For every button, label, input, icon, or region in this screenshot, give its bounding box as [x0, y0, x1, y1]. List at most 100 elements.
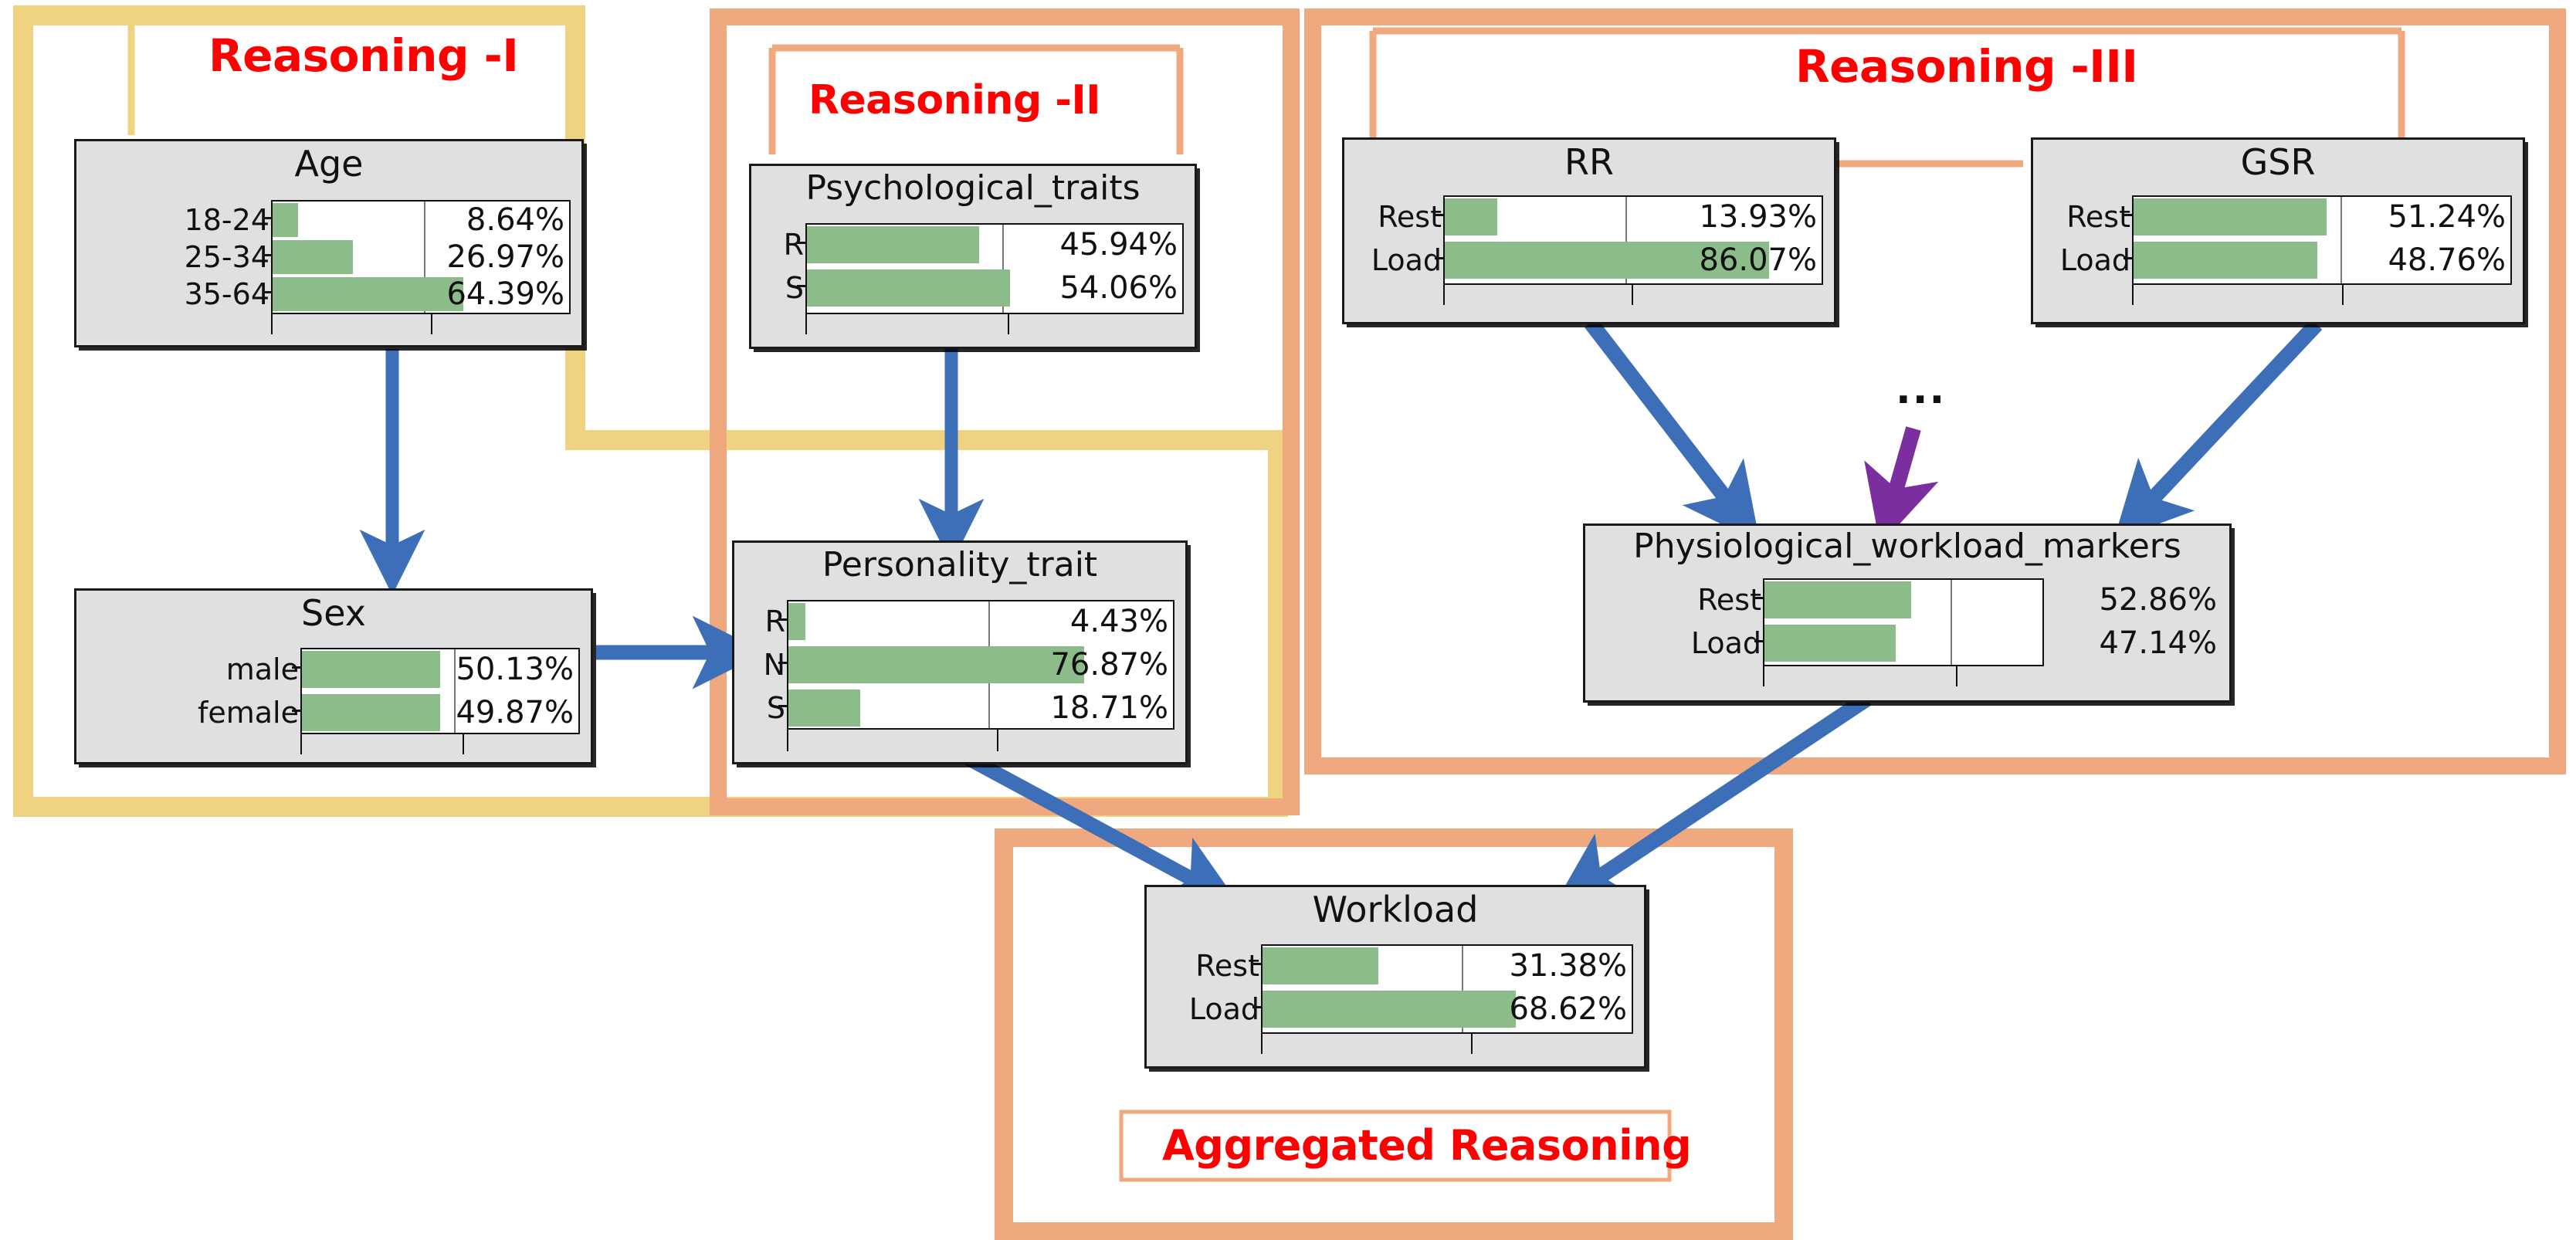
axis-tick [292, 710, 302, 712]
axis-tick [1754, 597, 1764, 599]
axis-stub [2342, 285, 2344, 305]
gridline [423, 202, 425, 313]
group-title-reasoning-1: Reasoning -I [208, 29, 519, 82]
bar-value-label: 50.13% [456, 652, 574, 687]
bar-fill [1263, 947, 1378, 984]
gridline [1002, 225, 1004, 313]
bar-fill [273, 277, 464, 311]
bar-category-label: Rest [1195, 949, 1259, 983]
bar-row: Load 86.07% [1371, 242, 1822, 279]
group-frame-reasoning-1 [13, 5, 1288, 817]
axis-stub [787, 730, 788, 751]
axis-tick [1252, 963, 1263, 965]
bar-category-label: R [783, 228, 804, 262]
bar-fill [1445, 242, 1770, 279]
bar-category-label: 18-24 [184, 203, 269, 237]
node-age[interactable]: Age 18-24 8.64% 25-34 26.97% 35-64 64.39… [74, 139, 584, 347]
node-rr-title: RR [1564, 141, 1614, 183]
node-psychological-traits[interactable]: Psychological_traits R 45.94% S 54.06% [749, 164, 1197, 349]
bar-row: male 50.13% [226, 651, 578, 688]
node-workload-title: Workload [1312, 889, 1479, 930]
group-frame-reasoning-3 [1304, 8, 2566, 774]
node-sex-plot: male 50.13% female 49.87% [198, 648, 580, 734]
group-frame-aggregated [995, 828, 1793, 1240]
axis-stub [271, 314, 273, 334]
bar-value-label: 8.64% [466, 202, 564, 238]
bar-category-label: N [763, 648, 785, 682]
bar-row: Rest 31.38% [1195, 947, 1632, 984]
bar-category-label: Load [1188, 992, 1259, 1026]
bar-fill [1764, 581, 1912, 618]
bar-row: S 18.71% [767, 689, 1173, 727]
bar-category-label: R [764, 605, 785, 639]
bar-fill [2134, 198, 2327, 235]
bar-value-label: 18.71% [1050, 690, 1168, 726]
node-workload-plot: Rest 31.38% Load 68.62% [1189, 944, 1633, 1034]
gridline [1462, 946, 1464, 1032]
bar-value-label: 26.97% [446, 239, 564, 275]
node-personality-trait-title: Personality_trait [822, 545, 1098, 584]
bar-fill [1764, 625, 1896, 662]
node-gsr-title: GSR [2240, 141, 2316, 183]
bar-fill [788, 689, 861, 727]
bar-value-label: 48.76% [2388, 242, 2506, 278]
gridline [1951, 580, 1953, 665]
bar-row: 35-64 64.39% [185, 276, 569, 312]
bar-category-label: male [225, 652, 299, 686]
bar-row: Rest 51.24% [2066, 198, 2510, 235]
bar-value-label: 52.86% [2099, 582, 2217, 618]
bar-fill [807, 226, 980, 263]
axis-tick [2124, 214, 2134, 216]
node-sex[interactable]: Sex male 50.13% female 49.87% [74, 588, 593, 764]
bar-value-label: 51.24% [2388, 199, 2506, 235]
bar-fill [1263, 991, 1516, 1028]
axis-tick [797, 242, 807, 244]
bar-category-label: Load [1371, 243, 1442, 277]
bar-category-label: S [766, 691, 785, 725]
bar-category-label: 35-64 [184, 277, 269, 311]
bar-fill [302, 694, 440, 731]
bar-fill [302, 651, 441, 688]
node-psychological-traits-title: Psychological_traits [805, 168, 1141, 208]
bar-row: R 4.43% [765, 603, 1173, 640]
bar-fill [273, 203, 299, 237]
axis-tick [778, 662, 788, 664]
bar-category-label: female [198, 696, 299, 730]
bar-row: Load 68.62% [1189, 991, 1632, 1028]
node-gsr-plot: Rest 51.24% Load 48.76% [2060, 195, 2512, 285]
bar-value-label: 31.38% [1509, 948, 1627, 984]
bar-value-label: 47.14% [2099, 625, 2217, 661]
axis-stub [1471, 1034, 1473, 1054]
bar-fill [807, 269, 1010, 307]
bar-value-label: 13.93% [1699, 199, 1817, 235]
axis-stub [2132, 285, 2134, 305]
node-psychological-traits-plot: R 45.94% S 54.06% [784, 223, 1184, 314]
gridline [1625, 197, 1628, 283]
node-physiological-workload-markers[interactable]: Physiological_workload_markers Rest 52.8… [1583, 523, 2232, 703]
axis-tick [1435, 257, 1445, 259]
bar-fill [2134, 242, 2317, 279]
axis-stub [997, 730, 998, 751]
bar-value-label: 68.62% [1509, 991, 1627, 1027]
gridline [2340, 197, 2343, 283]
axis-tick [263, 217, 273, 219]
aggregated-label-box [1119, 1110, 1672, 1182]
bar-value-label: 49.87% [456, 695, 574, 730]
bar-value-label: 64.39% [446, 276, 564, 312]
axis-tick [263, 254, 273, 256]
ellipsis-icon: ... [1896, 367, 1947, 413]
bar-row: 18-24 8.64% [185, 202, 569, 238]
axis-stub [431, 314, 432, 334]
axis-stub [805, 314, 807, 334]
axis-tick [778, 618, 788, 621]
bar-fill [788, 646, 1084, 683]
node-personality-trait[interactable]: Personality_trait R 4.43% N 76.87% S 18.… [732, 540, 1188, 764]
node-workload[interactable]: Workload Rest 31.38% Load 68.62% [1144, 885, 1646, 1069]
node-rr-plot: Rest 13.93% Load 86.07% [1371, 195, 1823, 285]
bar-row: Load 48.76% [2060, 242, 2510, 279]
axis-stub [300, 734, 302, 754]
node-rr[interactable]: RR Rest 13.93% Load 86.07% [1342, 137, 1836, 324]
node-gsr[interactable]: GSR Rest 51.24% Load 48.76% [2031, 137, 2525, 324]
